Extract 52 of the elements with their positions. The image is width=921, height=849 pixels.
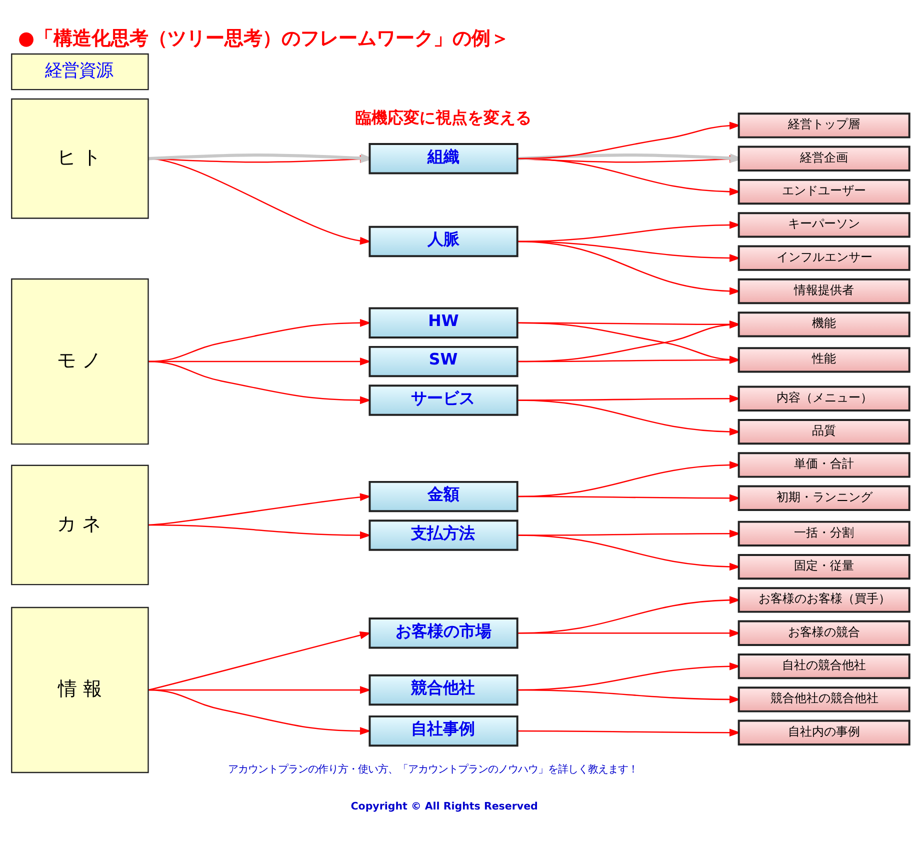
diagram-title: ●「構造化思考（ツリー思考）のフレームワーク」の例＞ — [18, 28, 510, 50]
node-box: 自社事例 — [368, 715, 518, 747]
node-box: キーパーソン — [738, 212, 910, 238]
node-box: 一括・分割 — [738, 520, 910, 546]
node-box: 組織 — [368, 143, 518, 174]
node-box: 経営企画 — [738, 146, 910, 172]
node-box: 競合他社 — [368, 674, 518, 706]
node-box: 競合他社の競合他社 — [738, 686, 910, 712]
node-box: お客様の競合 — [738, 620, 910, 646]
arrow — [148, 493, 372, 526]
node-box: エンドユーザー — [738, 178, 910, 205]
arrow — [518, 596, 741, 634]
node-box: お客様の市場 — [368, 618, 518, 649]
node-box: 性能 — [738, 347, 910, 373]
node-box: 単価・合計 — [738, 452, 910, 478]
node-box: 人脈 — [368, 226, 518, 258]
arrow — [148, 631, 372, 691]
label: 臨機応変に視点を変える — [355, 108, 532, 128]
arrow — [518, 728, 741, 737]
label: Copyright © All Rights Reserved — [350, 800, 538, 813]
node-box: 経営資源 — [11, 53, 149, 90]
node-box: 金額 — [368, 480, 518, 512]
arrow — [148, 689, 372, 735]
node-box: 自社の競合他社 — [738, 653, 910, 680]
node-box: 初期・ランニング — [738, 485, 910, 511]
arrow — [518, 221, 741, 242]
node-box: SW — [368, 346, 518, 378]
node-box: 情 報 — [11, 606, 149, 774]
node-box: 経営トップ層 — [738, 112, 910, 138]
node-box: 自社内の事例 — [738, 720, 910, 746]
arrow — [148, 318, 372, 362]
arrow — [518, 530, 741, 538]
arrow — [148, 686, 372, 694]
node-box: インフルエンサー — [738, 245, 910, 271]
node-box: ヒ ト — [11, 98, 149, 219]
node-box: 情報提供者 — [738, 278, 910, 304]
arrow — [518, 122, 741, 160]
node-box: 支払方法 — [368, 520, 518, 551]
arrow — [518, 394, 741, 403]
node-box: お客様のお客様（買手） — [738, 587, 910, 613]
node-box: サービス — [368, 384, 518, 416]
node-box: 品質 — [738, 418, 910, 445]
node-box: HW — [368, 307, 518, 338]
node-box: モ ノ — [11, 278, 149, 445]
node-box: 機能 — [738, 312, 910, 338]
node-box: 固定・従量 — [738, 554, 910, 580]
arrow — [518, 662, 741, 691]
arrow — [518, 629, 741, 638]
arrow — [518, 461, 741, 498]
node-box: カ ネ — [11, 464, 149, 586]
node-box: 内容（メニュー） — [738, 386, 910, 412]
label: アカウントプランの作り方・使い方、「アカウントプランのノウハウ」を詳しく教えます！ — [228, 763, 638, 776]
